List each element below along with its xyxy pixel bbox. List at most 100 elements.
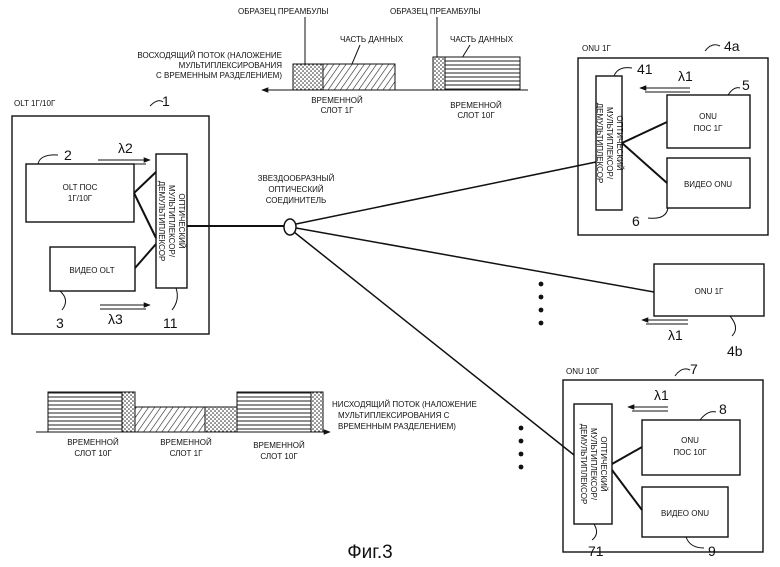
olt-ref-leader	[149, 100, 164, 107]
coupler-node	[283, 218, 297, 236]
onu-4a-title: ONU 1Г	[582, 44, 611, 53]
downstream-slot-b-label: ВРЕМЕННОЙ	[160, 438, 212, 447]
olt-pos-label: 1Г/10Г	[68, 194, 93, 203]
olt-mux-ref: 11	[163, 315, 178, 331]
onu-4a-video-box	[666, 157, 751, 209]
upstream-leader	[351, 44, 361, 65]
onu-4a-pos-label: ПОС 1Г	[694, 124, 723, 133]
onu-7-mux-label: ОПТИЧЕСКИЙ	[599, 436, 608, 491]
onu-7-video-box	[641, 486, 729, 538]
onu-1g-4a: ONU 1Г 4a ОПТИЧЕСКИЙ МУЛЬТИПЛЕКСОР/ ДЕМУ…	[577, 38, 769, 236]
onu-7-video-label: ВИДЕО ONU	[661, 509, 709, 518]
onu-4b-lambda-label: λ1	[668, 327, 683, 343]
onu-7-link	[611, 469, 643, 511]
coupler-label: СОЕДИНИТЕЛЬ	[266, 196, 327, 205]
downstream-1g-data	[134, 406, 206, 433]
upstream-slot-1g-label: СЛОТ 1Г	[321, 106, 355, 115]
upstream-leader	[461, 44, 471, 59]
downstream-title-line: НИСХОДЯЩИЙ ПОТОК (НАЛОЖЕНИЕ	[332, 400, 477, 409]
olt-video-ref-leader	[59, 290, 66, 311]
onu-4a-link	[621, 142, 668, 184]
olt-pos-box	[25, 163, 135, 223]
onu-4a-mux-box	[595, 75, 623, 211]
upstream-slot-10g-label: СЛОТ 10Г	[457, 111, 495, 120]
coupler-label: ЗВЕЗДООБРАЗНЫЙ	[258, 174, 335, 183]
olt-lambda2-label: λ2	[118, 140, 133, 156]
onu-7-lambda-label: λ1	[654, 387, 669, 403]
onu-4a-lambda-label: λ1	[678, 68, 693, 84]
olt-pos-ref: 2	[64, 147, 72, 163]
downstream-slot-a-label: ВРЕМЕННОЙ	[67, 438, 119, 447]
more-onus-indicator	[518, 281, 544, 470]
onu-7-ref-leader	[674, 368, 691, 377]
coupler-label: ОПТИЧЕСКИЙ	[268, 185, 323, 194]
onu-4a-video-ref-leader	[647, 207, 669, 219]
downstream-10g-data	[47, 391, 123, 433]
fiber-to-onu-4b	[295, 227, 655, 293]
olt-link	[134, 243, 157, 269]
olt-link	[133, 192, 157, 239]
olt-unit: OLT 1Г/10Г 1 OLT ПОС 1Г/10Г 2 ВИДЕО OLT …	[11, 93, 210, 335]
olt-ref: 1	[162, 93, 170, 109]
downstream-slot-c-label: ВРЕМЕННОЙ	[253, 441, 305, 450]
downstream-slot-b-label: СЛОТ 1Г	[170, 449, 204, 458]
onu-4a-frame	[577, 57, 769, 236]
onu-4b-label: ONU 1Г	[695, 287, 724, 296]
olt-link	[133, 171, 157, 194]
downstream-slot-a-label: СЛОТ 10Г	[74, 449, 112, 458]
onu-7-mux-ref-leader	[591, 523, 598, 541]
onu-7-pos-ref: 8	[719, 401, 727, 417]
olt-mux-label: ДЕМУЛЬТИПЛЕКСОР	[157, 181, 166, 262]
onu-4a-pos-label: ONU	[699, 112, 717, 121]
onu-7-ref: 7	[690, 361, 698, 377]
onu-4a-video-label: ВИДЕО ONU	[684, 180, 732, 189]
onu-1g-4b: ONU 1Г 4b λ1	[641, 263, 765, 359]
upstream-data-label-1: ЧАСТЬ ДАННЫХ	[340, 35, 404, 44]
onu-4b-ref-leader	[729, 315, 736, 337]
olt-video-box	[49, 246, 136, 292]
onu-4a-ref: 4a	[724, 38, 740, 54]
upstream-10g-preamble	[432, 56, 446, 91]
olt-mux-label: ОПТИЧЕСКИЙ	[177, 193, 186, 248]
upstream-preamble-label-1: ОБРАЗЕЦ ПРЕАМБУЛЫ	[238, 7, 328, 16]
onu-4a-mux-label: МУЛЬТИПЛЕКСОР/	[605, 107, 614, 180]
olt-mux-box	[155, 153, 188, 289]
upstream-slot-10g-label: ВРЕМЕННОЙ	[450, 101, 502, 110]
onu-7-video-ref-leader	[685, 536, 705, 549]
onu-4a-mux-ref-leader	[613, 67, 633, 77]
upstream-title-line: С ВРЕМЕННЫМ РАЗДЕЛЕНИЕМ)	[156, 71, 282, 80]
downstream-10g-data	[236, 391, 312, 433]
olt-mux-label: МУЛЬТИПЛЕКСОР/	[167, 185, 176, 258]
upstream-slot-1g-label: ВРЕМЕННОЙ	[311, 96, 363, 105]
onu-10g-7: ONU 10Г 7 ОПТИЧЕСКИЙ МУЛЬТИПЛЕКСОР/ ДЕМУ…	[562, 361, 764, 559]
onu-7-pos-label: ONU	[681, 436, 699, 445]
onu-4a-mux-ref: 41	[637, 61, 653, 77]
onu-4a-pos-ref-leader	[727, 87, 741, 96]
upstream-1g-data	[322, 63, 396, 91]
onu-4a-pos-ref: 5	[742, 77, 750, 93]
olt-pos-ref-leader	[37, 154, 59, 165]
olt-video-label: ВИДЕО OLT	[69, 266, 114, 275]
upstream-1g-preamble	[292, 63, 324, 91]
downstream-10g-preamble	[121, 391, 136, 433]
downstream-stream: ВРЕМЕННОЙ СЛОТ 10Г ВРЕМЕННОЙ СЛОТ 1Г ВРЕ…	[36, 391, 477, 461]
onu-4b-ref: 4b	[727, 343, 743, 359]
onu-7-frame	[562, 379, 764, 553]
downstream-10g-preamble	[310, 391, 324, 433]
fiber-to-onu-7	[293, 231, 575, 456]
onu-7-link	[611, 446, 643, 465]
onu-4a-mux-label: ОПТИЧЕСКИЙ	[615, 115, 624, 170]
onu-4a-link	[621, 121, 668, 144]
onu-7-title: ONU 10Г	[566, 367, 600, 376]
onu-4b-box	[653, 263, 765, 317]
upstream-data-label-2: ЧАСТЬ ДАННЫХ	[450, 35, 514, 44]
olt-title: OLT 1Г/10Г	[14, 99, 56, 108]
upstream-10g-data	[444, 56, 521, 91]
downstream-1g-preamble	[204, 406, 238, 433]
onu-7-mux-label: ДЕМУЛЬТИПЛЕКСОР	[579, 424, 588, 505]
onu-7-pos-ref-leader	[699, 411, 717, 421]
olt-mux-ref-leader	[171, 287, 178, 311]
star-coupler: ЗВЕЗДООБРАЗНЫЙ ОПТИЧЕСКИЙ СОЕДИНИТЕЛЬ	[187, 161, 655, 456]
olt-lambda3-label: λ3	[108, 311, 123, 327]
